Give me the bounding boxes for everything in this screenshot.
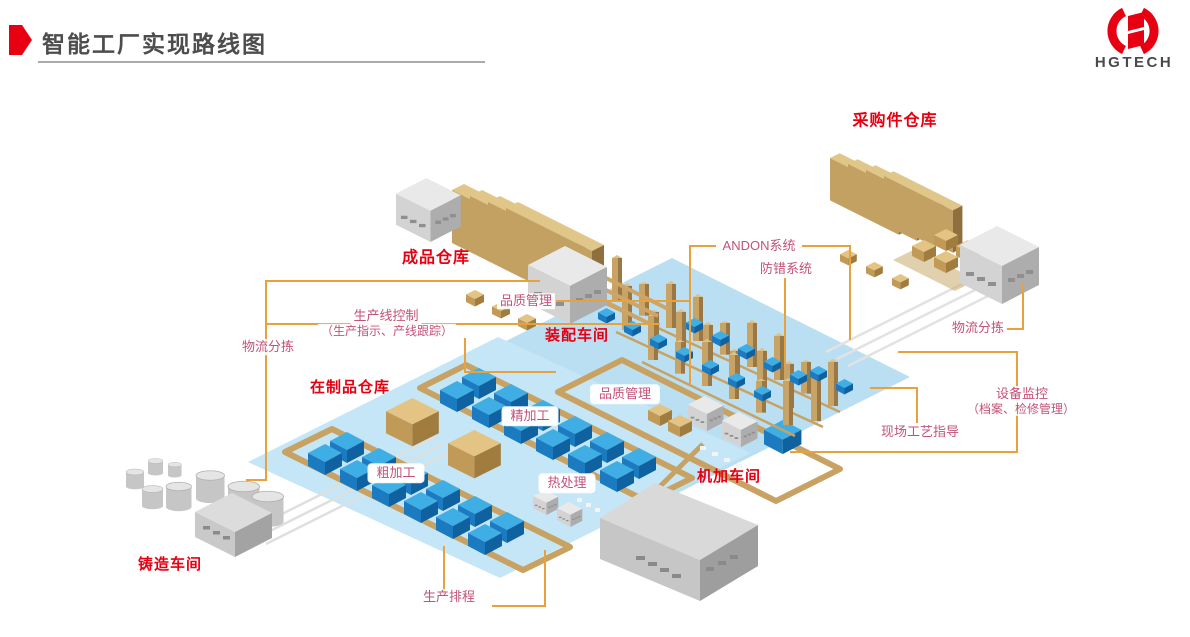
label-onsite-process-guidance: 现场工艺指导: [877, 424, 963, 440]
label-heat-treatment: 热处理: [539, 474, 595, 492]
label-fine-machining: 精加工: [502, 407, 558, 425]
hgtech-logo: HGTECH: [1095, 7, 1173, 71]
label-wip-warehouse: 在制品仓库: [309, 379, 391, 396]
label-casting-shop: 铸造车间: [137, 556, 203, 573]
label-finished-warehouse: 成品仓库: [401, 249, 471, 267]
label-equipment-monitoring-sub: （档案、检修管理）: [963, 401, 1079, 417]
label-error-proofing-system: 防错系统: [756, 261, 816, 277]
page-title: 智能工厂实现路线图: [42, 31, 267, 57]
warehouse-io-machine-left: [396, 178, 461, 242]
label-assembly-shop: 装配车间: [544, 327, 610, 344]
annotation-connector-lines: [246, 245, 1024, 607]
label-andon-system: ANDON系统: [719, 238, 799, 254]
label-line-control-sub: （生产指示、产线跟踪）: [317, 323, 457, 339]
label-rough-machining: 粗加工: [368, 464, 424, 482]
label-equipment-monitoring: 设备监控: [992, 386, 1052, 402]
quality-line-machines: [648, 396, 802, 468]
label-line-control: 生产线控制: [350, 308, 422, 324]
label-production-scheduling: 生产排程: [419, 589, 479, 605]
hgtech-logo-mark: [1107, 7, 1159, 55]
label-purchase-warehouse: 采购件仓库: [852, 112, 938, 130]
label-quality-mgmt-top: 品质管理: [496, 293, 556, 309]
finished-goods-outbound-machine: [528, 246, 669, 325]
logistics-sorting-machine-right: [893, 226, 1039, 304]
title-underline: [38, 61, 485, 63]
machining-building: [600, 483, 758, 601]
heat-treatment-machines: [533, 490, 600, 527]
label-quality-mgmt-mid: 品质管理: [590, 385, 660, 403]
hgtech-logo-text: HGTECH: [1095, 54, 1173, 71]
label-machining-shop: 机加车间: [696, 468, 762, 485]
label-logistics-sorting-left: 物流分拣: [238, 339, 298, 355]
title-arrow-icon: [9, 25, 32, 55]
casting-building: [195, 493, 272, 557]
label-logistics-sorting-right: 物流分拣: [948, 320, 1008, 336]
